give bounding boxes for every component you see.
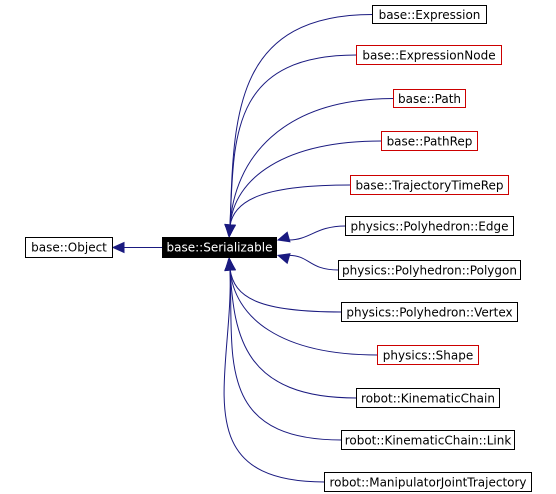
node-robot-kinematicchain-box <box>356 388 500 408</box>
node-base-expression-label: base::Expression <box>379 8 481 22</box>
node-base-serializable-label: base::Serializable <box>167 241 273 255</box>
edge-base-pathrep <box>229 140 382 227</box>
edge-physics-polyhedron-vertex <box>229 268 342 313</box>
node-physics-polyhedron-vertex-label: physics::Polyhedron::Vertex <box>346 306 512 320</box>
arrow-physics-polyhedron-polygon <box>276 253 291 265</box>
edge-physics-shape <box>229 268 378 356</box>
edge-base-trajectorytimerep <box>229 184 351 227</box>
arrow-base-trajectorytimerep <box>224 223 236 238</box>
edge-robot-manipulatorjointtrajectory <box>223 268 325 483</box>
node-base-trajectorytimerep-label: base::TrajectoryTimeRep <box>355 179 503 193</box>
node-base-path-label: base::Path <box>398 92 461 106</box>
node-base-expressionnode-label: base::ExpressionNode <box>362 49 495 63</box>
edge-physics-polyhedron-polygon <box>288 254 339 271</box>
node-physics-polyhedron-edge-label: physics::Polyhedron::Edge <box>351 220 509 234</box>
edge-physics-polyhedron-edge <box>288 225 346 241</box>
node-base-pathrep-label: base::PathRep <box>387 135 473 149</box>
node-base-expressionnode[interactable]: base::ExpressionNode <box>356 45 502 65</box>
arrow-physics-polyhedron-edge <box>276 231 291 243</box>
node-physics-polyhedron-edge-box <box>345 216 514 236</box>
edge-robot-kinematicchain-link <box>229 268 342 441</box>
node-robot-kinematicchain-link[interactable]: robot::KinematicChain::Link <box>341 430 515 450</box>
node-robot-manipulatorjointtrajectory-label: robot::ManipulatorJointTrajectory <box>329 476 526 490</box>
node-physics-shape-box <box>377 345 479 365</box>
edge-robot-kinematicchain <box>229 268 357 399</box>
arrow-serializable-to-object <box>111 241 125 254</box>
node-base-serializable-box <box>162 237 277 258</box>
node-physics-polyhedron-edge[interactable]: physics::Polyhedron::Edge <box>345 216 514 236</box>
node-base-pathrep[interactable]: base::PathRep <box>381 131 478 151</box>
node-base-object-label: base::Object <box>31 241 107 255</box>
node-physics-polyhedron-vertex[interactable]: physics::Polyhedron::Vertex <box>341 302 518 322</box>
node-robot-kinematicchain-link-label: robot::KinematicChain::Link <box>345 434 512 448</box>
node-robot-manipulatorjointtrajectory-box <box>324 472 532 492</box>
node-robot-kinematicchain[interactable]: robot::KinematicChain <box>356 388 500 408</box>
node-robot-kinematicchain-link-box <box>341 430 515 450</box>
node-base-object[interactable]: base::Object <box>25 237 113 258</box>
node-base-serializable: base::Serializable <box>162 237 277 258</box>
edge-base-expressionnode <box>229 54 357 227</box>
node-base-trajectorytimerep-box <box>350 175 509 195</box>
node-base-path-box <box>393 89 466 108</box>
derived-class-nodes: base::Expressionbase::ExpressionNodebase… <box>324 5 532 492</box>
edge-base-path <box>229 98 394 227</box>
node-physics-polyhedron-polygon-label: physics::Polyhedron::Polygon <box>342 264 517 278</box>
node-base-pathrep-box <box>381 131 478 151</box>
node-physics-shape[interactable]: physics::Shape <box>377 345 479 365</box>
node-physics-shape-label: physics::Shape <box>383 349 473 363</box>
node-physics-polyhedron-polygon[interactable]: physics::Polyhedron::Polygon <box>338 260 521 280</box>
node-robot-kinematicchain-label: robot::KinematicChain <box>361 392 495 406</box>
node-base-object-box <box>25 237 113 258</box>
inheritance-edges <box>111 14 394 483</box>
node-base-expression[interactable]: base::Expression <box>372 5 487 24</box>
node-physics-polyhedron-vertex-box <box>341 302 518 322</box>
arrow-robot-manipulatorjointtrajectory <box>224 257 236 271</box>
node-robot-manipulatorjointtrajectory[interactable]: robot::ManipulatorJointTrajectory <box>324 472 532 492</box>
node-base-expression-box <box>372 5 487 24</box>
node-physics-polyhedron-polygon-box <box>338 260 521 280</box>
node-base-trajectorytimerep[interactable]: base::TrajectoryTimeRep <box>350 175 509 195</box>
node-base-path[interactable]: base::Path <box>393 89 466 108</box>
node-base-expressionnode-box <box>356 45 502 65</box>
